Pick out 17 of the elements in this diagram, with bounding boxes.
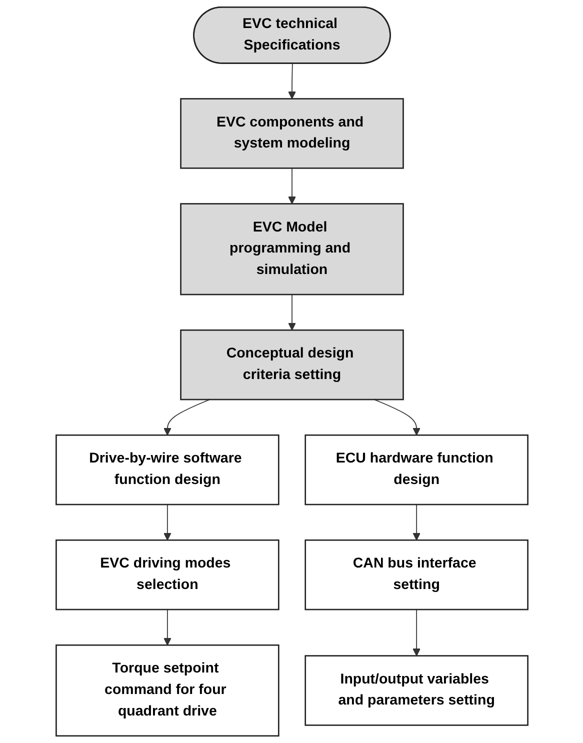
node-box: Conceptual design criteria setting bbox=[180, 329, 404, 400]
arrow bbox=[163, 609, 171, 646]
node-box: EVC driving modes selection bbox=[55, 539, 279, 610]
node-box: EVC components and system modeling bbox=[180, 98, 404, 169]
node-box: Input/output variables and parameters setting bbox=[304, 655, 528, 726]
arrow bbox=[288, 63, 296, 100]
arrow bbox=[163, 399, 210, 436]
node-box: CAN bus interface setting bbox=[304, 539, 528, 610]
node-box: EVC Model programming and simulation bbox=[180, 203, 404, 296]
node-box: Drive-by-wire software function design bbox=[55, 434, 279, 506]
node-box: Torque setpoint command for four quadrant drive bbox=[55, 644, 279, 737]
arrow bbox=[412, 504, 420, 540]
arrow bbox=[288, 168, 296, 204]
arrow bbox=[412, 609, 420, 656]
node-box: ECU hardware function design bbox=[304, 434, 528, 506]
arrow bbox=[163, 504, 171, 540]
arrow bbox=[288, 294, 296, 330]
